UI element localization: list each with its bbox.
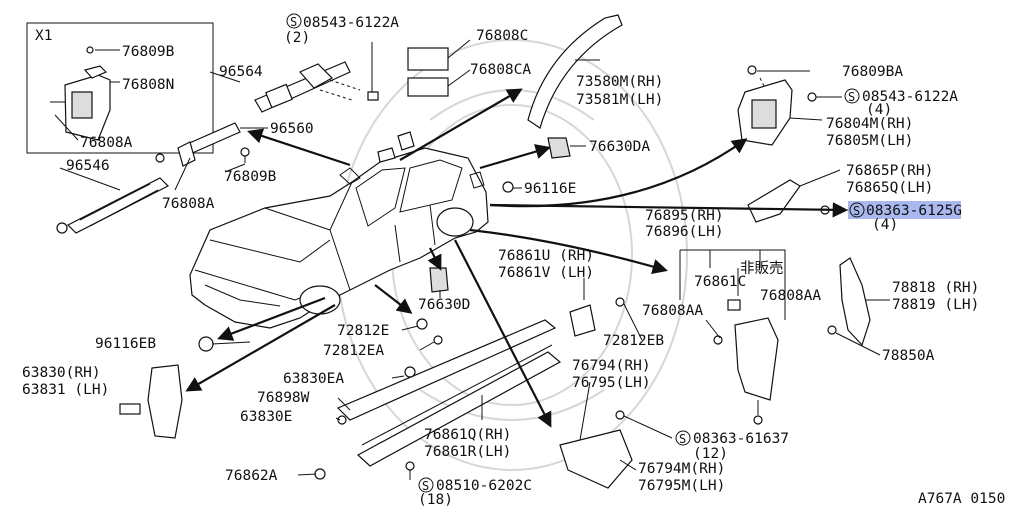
inset-label-76808A: 76808A xyxy=(80,135,133,151)
label-73581M: 73581M(LH) xyxy=(576,92,663,108)
rear-panel xyxy=(827,257,871,347)
roof-moulding xyxy=(527,14,623,129)
label-76896: 76896(LH) xyxy=(645,224,724,240)
label-72812E: 72812E xyxy=(337,323,389,339)
label-63830EA: 63830EA xyxy=(283,371,344,387)
label-76808AA-2: 76808AA xyxy=(760,288,821,304)
vent-bracket xyxy=(737,65,817,146)
label-hanbaibai: 非販売 xyxy=(740,260,784,277)
label-96560: 96560 xyxy=(270,121,314,137)
label-76809BA: 76809BA xyxy=(842,64,903,80)
label-96564: 96564 xyxy=(219,64,263,80)
label-76808AA-1: 76808AA xyxy=(642,303,703,319)
inset-label-76808N: 76808N xyxy=(122,77,174,93)
reference-code: A767A 0150 xyxy=(918,491,1005,507)
inset-label-76809B: 76809B xyxy=(122,44,175,60)
rod-part xyxy=(56,153,170,234)
label-78850A: 78850A xyxy=(882,348,935,364)
label-08363-61637-qty: (12) xyxy=(693,446,728,462)
inset-x1: X1 76809B 76808N 76808A xyxy=(26,22,214,154)
label-76804M: 76804M(RH) xyxy=(826,116,913,132)
screw-symbol: S xyxy=(422,479,429,493)
label-76861U: 76861U (RH) xyxy=(498,248,594,264)
label-78818: 78818 (RH) xyxy=(892,280,979,296)
label-72812EB: 72812EB xyxy=(603,333,664,349)
label-76861V: 76861V (LH) xyxy=(498,265,594,281)
label-76895: 76895(RH) xyxy=(645,208,724,224)
fasteners-lower xyxy=(314,297,723,480)
label-08543-6122A-top-qty: (2) xyxy=(284,30,310,46)
label-96546: 96546 xyxy=(66,158,110,174)
label-76862A: 76862A xyxy=(225,468,278,484)
label-76794: 76794(RH) xyxy=(572,358,651,374)
label-76861R: 76861R(LH) xyxy=(424,444,511,460)
label-76865Q: 76865Q(LH) xyxy=(846,180,933,196)
label-76630D: 76630D xyxy=(418,297,470,313)
clip-parts-top xyxy=(377,47,449,163)
label-08543-6122A-right-qty: (4) xyxy=(866,102,892,118)
label-08363-61637: 08363-61637 xyxy=(693,431,789,447)
label-96116EB: 96116EB xyxy=(95,336,156,352)
label-76898W: 76898W xyxy=(257,390,310,406)
label-08543-6122A-right: 08543-6122A xyxy=(862,89,958,105)
label-76808C: 76808C xyxy=(476,28,528,44)
side-sill xyxy=(336,304,596,467)
label-78819: 78819 (LH) xyxy=(892,297,979,313)
inset-title: X1 xyxy=(35,28,52,44)
antenna-assembly xyxy=(254,61,379,113)
mast-part xyxy=(177,122,250,167)
label-76795: 76795(LH) xyxy=(572,375,651,391)
label-76808A-main: 76808A xyxy=(162,196,215,212)
label-76794M: 76794M(RH) xyxy=(638,461,725,477)
label-08510-6202C: 08510-6202C xyxy=(436,478,532,494)
screw-symbols: S S S S S xyxy=(286,13,961,493)
label-63830: 63830(RH) xyxy=(22,365,101,381)
label-73580M: 73580M(RH) xyxy=(576,74,663,90)
label-08363-6125G-qty: (4) xyxy=(872,217,898,233)
label-08510-6202C-qty: (18) xyxy=(418,492,453,508)
label-08543-6122A-top: 08543-6122A xyxy=(303,15,399,31)
label-63831: 63831 (LH) xyxy=(22,382,109,398)
label-76865P: 76865P(RH) xyxy=(846,163,933,179)
screw-symbol: S xyxy=(853,204,860,218)
mudguard-right xyxy=(727,299,779,425)
label-76630DA: 76630DA xyxy=(589,139,650,155)
label-76795M: 76795M(LH) xyxy=(638,478,725,494)
mudguard-left xyxy=(119,364,183,439)
label-76809B-main: 76809B xyxy=(224,169,277,185)
assembly-arrows xyxy=(185,88,849,428)
label-63830E: 63830E xyxy=(240,409,292,425)
label-76861C: 76861C xyxy=(694,274,746,290)
label-72812EA: 72812EA xyxy=(323,343,384,359)
small-pads xyxy=(198,137,571,352)
lower-bracket xyxy=(559,410,633,489)
bracket-box xyxy=(679,249,786,320)
label-76805M: 76805M(LH) xyxy=(826,133,913,149)
part-labels: 08543-6122A (2) 76808C 76808CA 73580M(RH… xyxy=(22,15,1005,508)
label-76808CA: 76808CA xyxy=(470,62,531,78)
car-body xyxy=(189,147,489,329)
label-08363-6125G: 08363-6125G xyxy=(866,203,962,219)
screw-symbol: S xyxy=(848,90,855,104)
label-76861Q: 76861Q(RH) xyxy=(424,427,511,443)
label-96116E: 96116E xyxy=(524,181,576,197)
screw-symbol: S xyxy=(679,432,686,446)
screw-symbol: S xyxy=(290,15,297,29)
side-bracket xyxy=(747,179,830,223)
